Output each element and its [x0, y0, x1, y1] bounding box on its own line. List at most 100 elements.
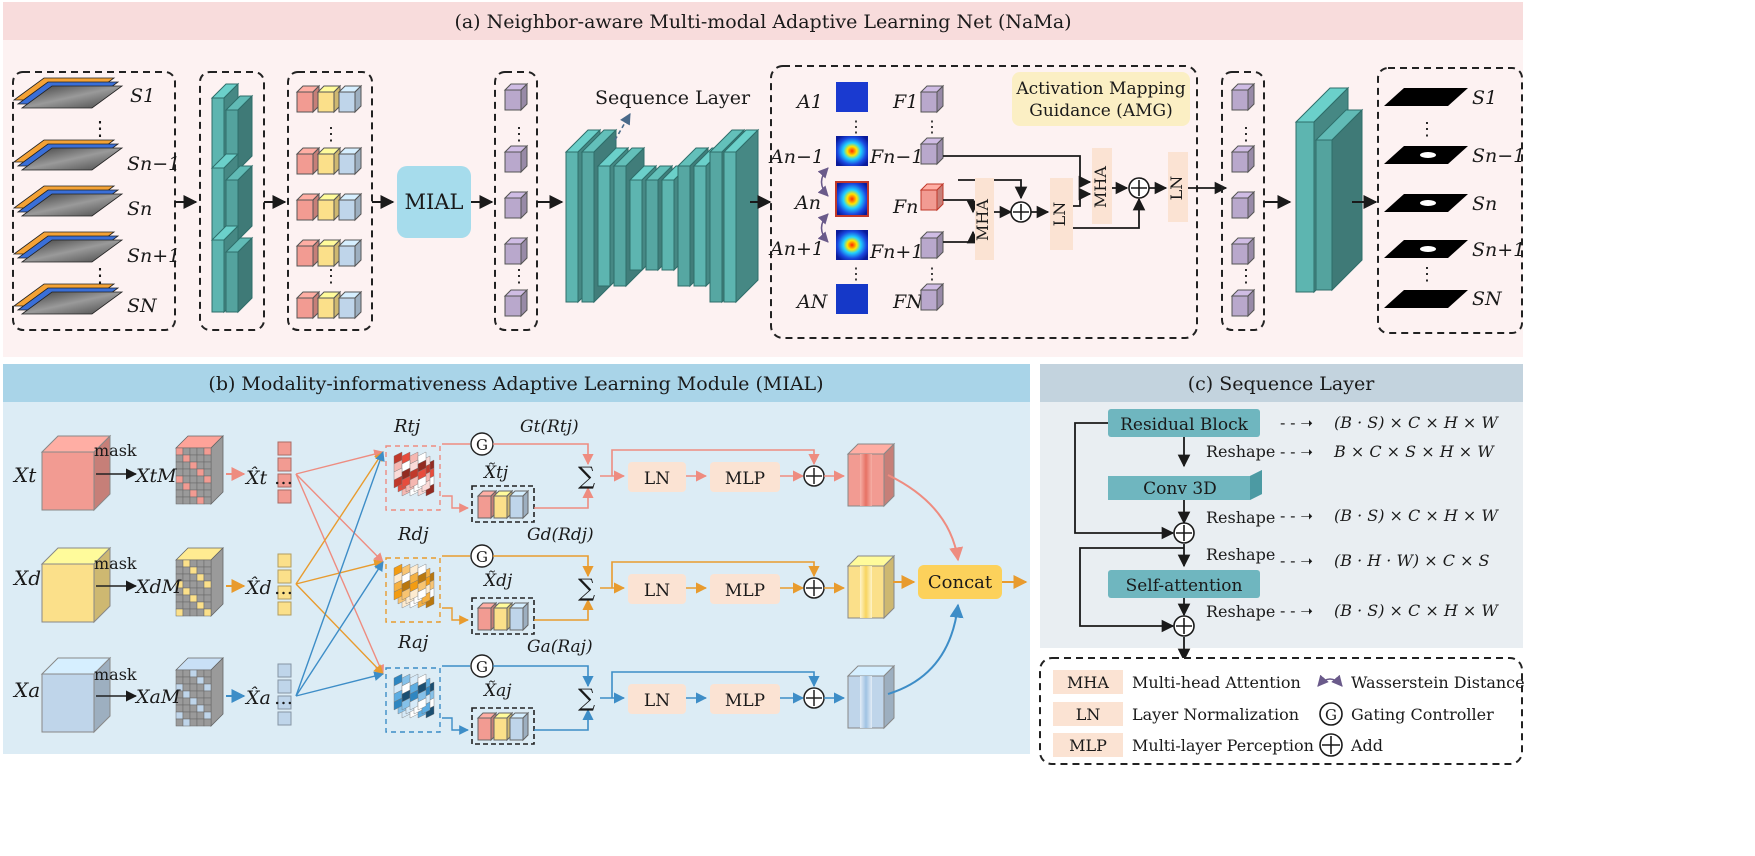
- wasserstein-arc-upper: [817, 167, 829, 197]
- tilde-label-d: X̃dj: [482, 571, 513, 591]
- tilde-cube-d-0: [476, 601, 498, 632]
- heatmap-n+1: [836, 230, 868, 260]
- activation-label-1: A1: [795, 91, 823, 113]
- amg-ln-label-2: LN: [1167, 176, 1186, 201]
- tilde-cube-d-2: [508, 601, 530, 632]
- fused-cube-3: [503, 236, 529, 266]
- tilde-cube-a-0: [476, 711, 498, 742]
- tri-red-4: [295, 290, 321, 320]
- amg-mha-block-1: [975, 178, 994, 260]
- sequence-layer-pointer: [614, 113, 631, 141]
- skip-line-t: [611, 449, 820, 476]
- fused-cube-0: [503, 82, 529, 112]
- gate-label-d: Gd(Rdj): [527, 525, 594, 545]
- feature-label-n-1: Fn−1: [869, 146, 923, 168]
- relation-frame-t: [385, 445, 441, 511]
- legend-frame: [1039, 657, 1523, 765]
- legend-mha-abbr: MHA: [1067, 673, 1109, 692]
- relation-frame-a: [385, 667, 441, 733]
- mlp-label-a: MLP: [725, 691, 765, 711]
- input-cube-d: [40, 546, 112, 624]
- panel-b-title: (b) Modality-informativeness Adaptive Le…: [208, 373, 823, 395]
- gate-out-line-t: [493, 443, 594, 466]
- mlp-block-t: [710, 462, 780, 492]
- mask-label-1: S1: [1472, 87, 1497, 109]
- mask-ellipsis-bottom: ⋮: [1418, 264, 1436, 285]
- mask-label-a: mask: [94, 665, 137, 684]
- relation-label-t: Rtj: [393, 416, 421, 437]
- panel-a-background: [3, 2, 1523, 357]
- token-relation-cross-links: [295, 449, 469, 735]
- token-d-3: [277, 601, 292, 616]
- legend-gating-text: Gating Controller: [1351, 705, 1494, 724]
- mask-slice-4: [1384, 290, 1468, 308]
- feature-label-1: F1: [892, 91, 918, 113]
- ct-stack-2: [12, 185, 124, 217]
- encoder-block-1-b: [224, 164, 254, 242]
- amg-mha-block-2: [1092, 148, 1112, 224]
- add-icon-plus: [1322, 736, 1340, 754]
- tilde-cube-d-1: [492, 601, 514, 632]
- token-label-t: X̂t: [244, 467, 268, 489]
- token-dots-t: …: [274, 467, 293, 489]
- sequence-unet: [564, 128, 760, 304]
- shape-text-4: (B · H · W) × C × S: [1334, 551, 1490, 570]
- shape-arrow-2: - - ➝: [1280, 443, 1313, 461]
- amg-ln-label-1: LN: [1050, 202, 1069, 227]
- tri-blue-0: [337, 84, 363, 114]
- token-d-2: [277, 585, 292, 600]
- token-t-2: [277, 473, 292, 488]
- panel-c-title: (c) Sequence Layer: [1188, 373, 1375, 395]
- gate-icon-letter-a: G: [476, 658, 488, 676]
- input-label-a: Xa: [12, 678, 40, 702]
- refined-feature-column: [1230, 82, 1256, 318]
- token-t-3: [277, 489, 292, 504]
- amg-connections: [943, 155, 1228, 244]
- slice-label-N: SN: [127, 295, 158, 317]
- conv3d-label: Conv 3D: [1143, 479, 1217, 499]
- residual-block: [1108, 409, 1260, 437]
- tri-yellow-1: [316, 146, 342, 176]
- reshape-label-2: Reshape: [1206, 508, 1275, 527]
- ct-stack-3: [12, 231, 124, 263]
- add-icon-plus-a: [806, 690, 822, 706]
- fused-cube-4: [503, 288, 529, 318]
- fused-cube-2: [503, 190, 529, 220]
- mask-slice-0: [1384, 88, 1468, 106]
- ln-block-d: [628, 574, 686, 604]
- sum-icon-a: ∑: [578, 684, 595, 712]
- token-d-0: [277, 553, 292, 568]
- relation-map-a: [393, 673, 435, 719]
- mial-block: [397, 166, 471, 238]
- shape-text-1: (B · S) × C × H × W: [1334, 413, 1499, 432]
- concat-block: [918, 565, 1002, 599]
- wasserstein-arc-lower: [817, 213, 829, 243]
- amg-title-box: [1012, 72, 1190, 126]
- refined-cube-1: [1230, 144, 1256, 174]
- fused-cube-1: [503, 144, 529, 174]
- slice-label-n: Sn: [127, 198, 152, 220]
- feature-label-n: Fn: [892, 196, 918, 218]
- input-cube-a: [40, 656, 112, 734]
- mask-label-n-1: Sn−1: [1472, 145, 1525, 167]
- legend: MHA Multi-head Attention LN Layer Normal…: [1039, 657, 1525, 765]
- tri-yellow-0: [316, 84, 342, 114]
- amg-mha-label-2: MHA: [1091, 166, 1110, 208]
- tilde-cube-a-1: [492, 711, 514, 742]
- amg-feature-ellipsis-bottom: ⋮: [924, 264, 940, 283]
- self-attention-label: Self-attention: [1126, 576, 1243, 596]
- tri-red-2: [295, 192, 321, 222]
- reshape-label-3: Reshape: [1206, 545, 1275, 564]
- relation-frame-d: [385, 557, 441, 623]
- mask-label-n: Sn: [1472, 193, 1497, 215]
- heatmap-n: [835, 181, 869, 217]
- skip-line-d: [611, 561, 820, 588]
- token-a-1: [277, 679, 292, 694]
- gate-icon-letter-d: G: [476, 548, 488, 566]
- unet-block-10: [722, 128, 760, 304]
- mask-label-N: SN: [1472, 288, 1503, 310]
- encoder-block-2-b: [224, 236, 254, 314]
